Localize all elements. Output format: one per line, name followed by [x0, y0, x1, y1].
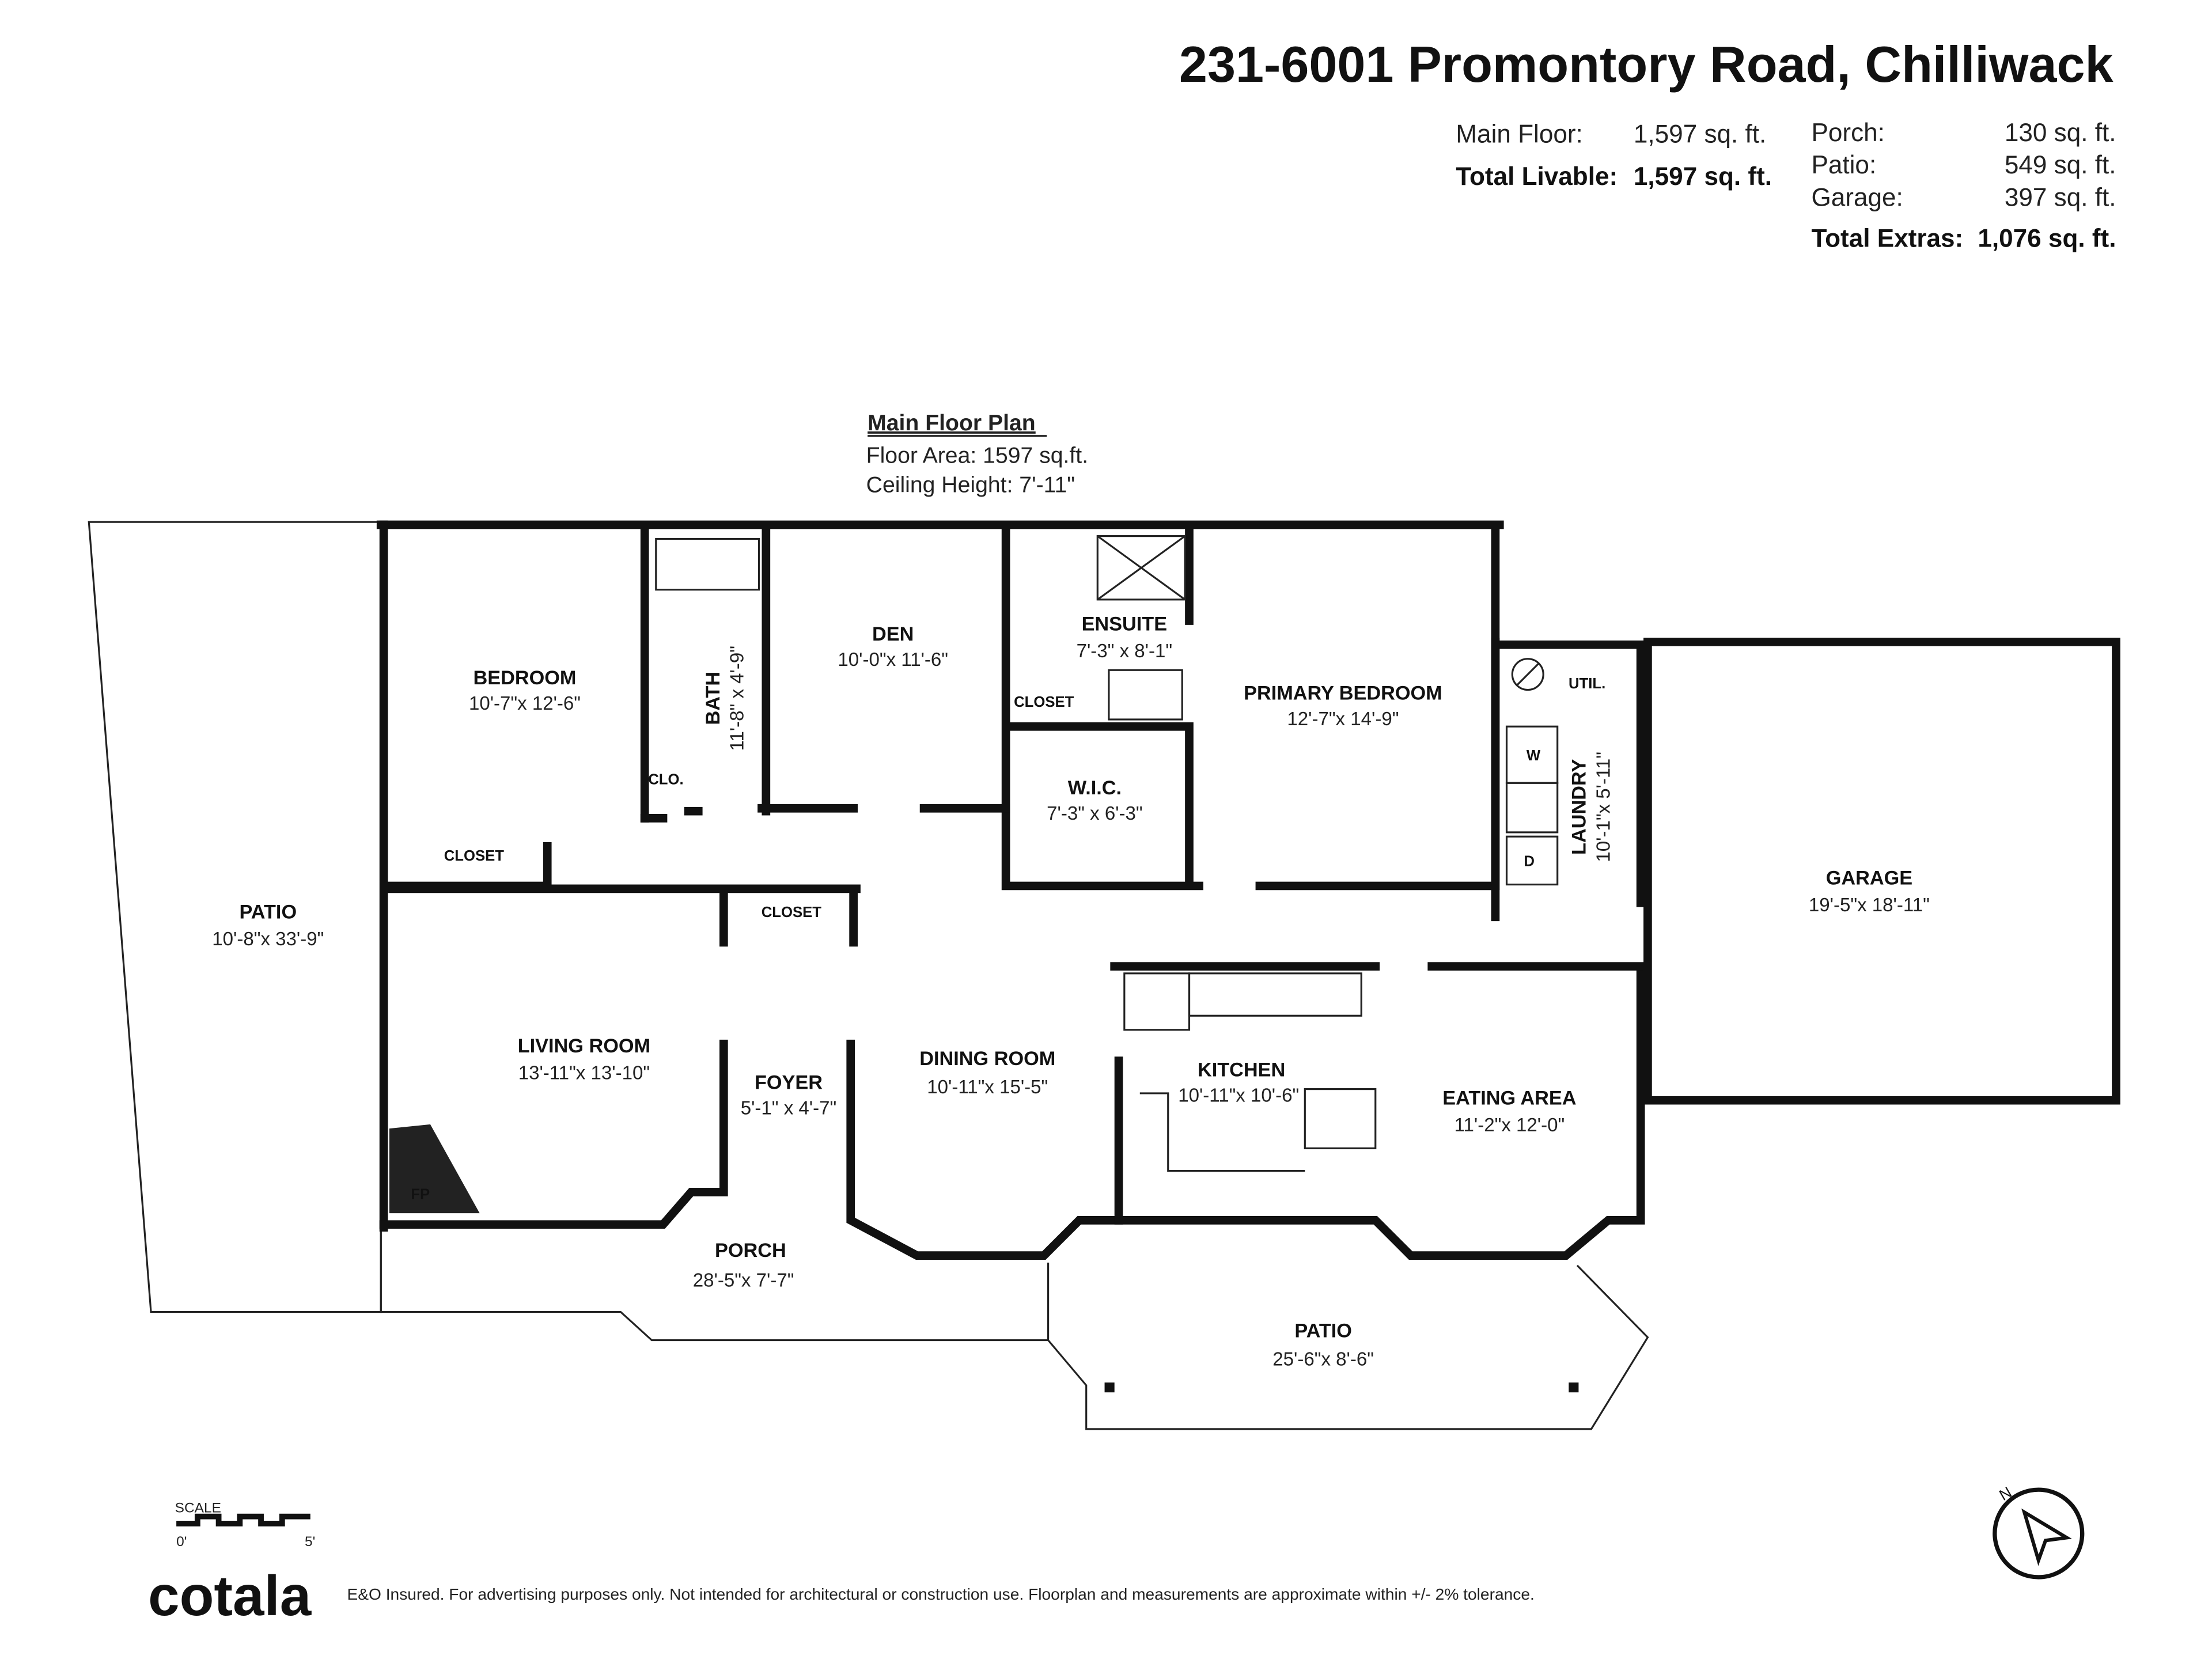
svg-text:DINING ROOM: DINING ROOM — [919, 1048, 1055, 1070]
svg-text:SCALE: SCALE — [175, 1500, 221, 1516]
svg-text:PRIMARY BEDROOM: PRIMARY BEDROOM — [1244, 683, 1442, 704]
svg-text:DEN: DEN — [872, 623, 914, 645]
disclaimer: E&O Insured. For advertising purposes on… — [347, 1585, 1534, 1603]
svg-text:1,597 sq. ft.: 1,597 sq. ft. — [1634, 162, 1772, 191]
plan-title: Main Floor Plan — [868, 411, 1036, 435]
room-patio-west: PATIO 10'-8"x 33'-9" — [212, 901, 324, 950]
svg-text:11'-2"x 12'-0": 11'-2"x 12'-0" — [1455, 1115, 1565, 1136]
svg-text:CLOSET: CLOSET — [444, 848, 505, 864]
svg-text:549 sq. ft.: 549 sq. ft. — [2005, 151, 2116, 179]
svg-text:10'-1"x 5'-11": 10'-1"x 5'-11" — [1593, 752, 1614, 862]
ceiling-height: Ceiling Height: 7'-11" — [866, 473, 1075, 498]
svg-text:5': 5' — [305, 1534, 315, 1550]
room-primary-bedroom: PRIMARY BEDROOM 12'-7"x 14'-9" — [1244, 683, 1442, 730]
svg-text:130 sq. ft.: 130 sq. ft. — [2005, 119, 2116, 147]
room-porch: PORCH 28'-5"x 7'-7" — [693, 1240, 794, 1291]
svg-text:10'-11"x 15'-5": 10'-11"x 15'-5" — [927, 1077, 1048, 1098]
svg-text:ENSUITE: ENSUITE — [1082, 613, 1168, 635]
svg-text:Garage:: Garage: — [1811, 184, 1903, 212]
svg-text:10'-0"x 11'-6": 10'-0"x 11'-6" — [838, 649, 948, 671]
room-bedroom: BEDROOM 10'-7"x 12'-6" — [469, 667, 581, 714]
address-title: 231-6001 Promontory Road, Chilliwack — [1179, 36, 2114, 93]
scale-bar: SCALE 0' 5' — [175, 1500, 316, 1550]
svg-text:LAUNDRY: LAUNDRY — [1569, 759, 1590, 855]
svg-text:UTIL.: UTIL. — [1569, 676, 1605, 692]
livable-stats: Main Floor: 1,597 sq. ft. Total Livable:… — [1456, 120, 1772, 190]
room-eating-area: EATING AREA 11'-2"x 12'-0" — [1442, 1088, 1576, 1137]
svg-text:LIVING ROOM: LIVING ROOM — [518, 1035, 650, 1057]
svg-text:7'-3" x 8'-1": 7'-3" x 8'-1" — [1077, 641, 1173, 662]
room-den: DEN 10'-0"x 11'-6" — [838, 623, 948, 671]
room-dining-room: DINING ROOM 10'-11"x 15'-5" — [919, 1048, 1055, 1098]
room-living-room: LIVING ROOM 13'-11"x 13'-10" — [518, 1035, 650, 1084]
svg-text:1,597 sq. ft.: 1,597 sq. ft. — [1634, 120, 1766, 148]
svg-text:W: W — [1527, 748, 1541, 764]
svg-text:5'-1" x 4'-7": 5'-1" x 4'-7" — [741, 1098, 836, 1119]
svg-text:0': 0' — [176, 1534, 187, 1550]
svg-text:10'-7"x 12'-6": 10'-7"x 12'-6" — [469, 693, 581, 714]
room-ensuite: ENSUITE 7'-3" x 8'-1" — [1077, 613, 1173, 662]
svg-text:397 sq. ft.: 397 sq. ft. — [2005, 184, 2116, 212]
svg-text:Patio:: Patio: — [1811, 151, 1876, 179]
brand-logo: cotala — [148, 1564, 312, 1627]
svg-text:PATIO: PATIO — [1294, 1320, 1352, 1342]
svg-text:7'-3" x 6'-3": 7'-3" x 6'-3" — [1047, 803, 1143, 824]
svg-text:W.I.C.: W.I.C. — [1068, 777, 1122, 799]
floor-area: Floor Area: 1597 sq.ft. — [866, 443, 1088, 468]
svg-text:10'-11"x 10'-6": 10'-11"x 10'-6" — [1178, 1085, 1299, 1107]
room-kitchen: KITCHEN 10'-11"x 10'-6" — [1178, 1059, 1299, 1107]
svg-text:CLO.: CLO. — [648, 772, 683, 788]
room-wic: W.I.C. 7'-3" x 6'-3" — [1047, 777, 1143, 824]
room-garage: GARAGE 19'-5"x 18'-11" — [1809, 868, 1930, 916]
svg-text:28'-5"x 7'-7": 28'-5"x 7'-7" — [693, 1270, 794, 1291]
svg-text:EATING AREA: EATING AREA — [1442, 1088, 1576, 1109]
svg-text:BATH: BATH — [702, 672, 724, 725]
svg-text:CLOSET: CLOSET — [1014, 694, 1074, 710]
svg-text:Porch:: Porch: — [1811, 119, 1884, 147]
svg-text:19'-5"x 18'-11": 19'-5"x 18'-11" — [1809, 895, 1930, 916]
svg-text:PORCH: PORCH — [715, 1240, 786, 1262]
svg-text:Main Floor:: Main Floor: — [1456, 120, 1582, 148]
svg-text:BEDROOM: BEDROOM — [474, 667, 577, 689]
svg-text:FOYER: FOYER — [755, 1072, 823, 1094]
room-foyer: FOYER 5'-1" x 4'-7" — [741, 1072, 836, 1119]
svg-text:25'-6"x 8'-6": 25'-6"x 8'-6" — [1272, 1349, 1374, 1370]
svg-text:KITCHEN: KITCHEN — [1198, 1059, 1285, 1081]
compass-icon: N — [1993, 1483, 2085, 1580]
svg-text:12'-7"x 14'-9": 12'-7"x 14'-9" — [1287, 709, 1399, 730]
small-labels: CLOSET CLOSET CLOSET CLO. UTIL. FP W D — [411, 676, 1605, 1203]
svg-text:PATIO: PATIO — [239, 901, 297, 923]
svg-text:D: D — [1524, 854, 1535, 870]
extras-stats: Porch: 130 sq. ft. Patio: 549 sq. ft. Ga… — [1811, 119, 2116, 253]
svg-text:11'-8" x 4'-9": 11'-8" x 4'-9" — [727, 646, 748, 751]
svg-text:CLOSET: CLOSET — [762, 904, 822, 921]
room-patio-south: PATIO 25'-6"x 8'-6" — [1272, 1320, 1374, 1370]
svg-text:FP: FP — [411, 1187, 430, 1203]
svg-text:Total Livable:: Total Livable: — [1456, 162, 1618, 191]
svg-text:13'-11"x 13'-10": 13'-11"x 13'-10" — [518, 1062, 650, 1084]
fixtures — [389, 535, 1559, 1214]
svg-text:1,076 sq. ft.: 1,076 sq. ft. — [1978, 225, 2116, 253]
walls — [376, 520, 2120, 1260]
svg-text:Total Extras:: Total Extras: — [1811, 225, 1963, 253]
exterior-outlines — [88, 521, 1649, 1430]
svg-text:10'-8"x 33'-9": 10'-8"x 33'-9" — [212, 929, 324, 950]
svg-text:GARAGE: GARAGE — [1826, 868, 1912, 889]
